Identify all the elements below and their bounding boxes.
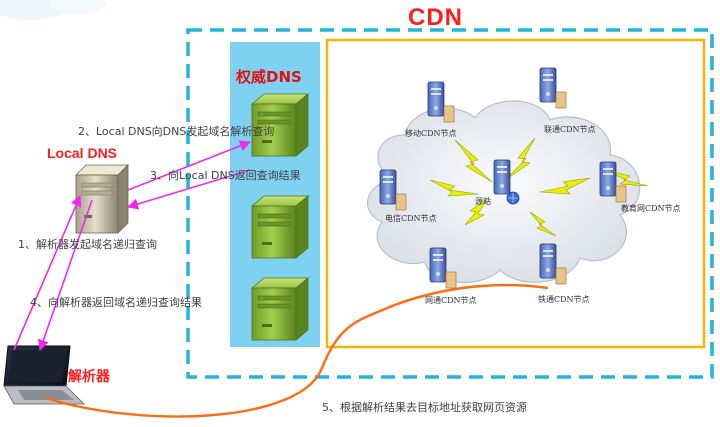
auth-dns-server-2 <box>250 195 310 259</box>
green-server-icon <box>250 93 310 341</box>
server-icon <box>379 67 627 289</box>
railcom-cdn-node-label: 铁通CDN节点 <box>538 295 590 304</box>
local-dns-server-icon <box>75 164 129 234</box>
step-2-label: 2、Local DNS向DNS发起域名解析查询 <box>78 125 275 138</box>
origin-node-label: 源站 <box>475 197 491 206</box>
step-4-label: 4、向解析器返回域名递归查询结果 <box>30 296 202 309</box>
origin-server-icon <box>493 159 520 205</box>
auth-dns-server-3 <box>250 277 310 341</box>
arrow-step-1 <box>13 194 82 351</box>
auth-dns-server-1 <box>250 93 310 157</box>
arrow-step-4 <box>38 199 93 352</box>
fetch-resource-path <box>45 283 549 418</box>
telecom-cdn-node-label: 电信CDN节点 <box>385 214 437 223</box>
local-dns-title: Local DNS <box>47 145 118 161</box>
laptop-icon <box>3 345 85 405</box>
unicom-cdn-node-label: 联通CDN节点 <box>544 125 596 134</box>
mobile-cdn-node-label: 移动CDN节点 <box>405 129 457 138</box>
telecom-cdn-server-icon <box>379 169 407 211</box>
mobile-cdn-server-icon <box>427 81 455 123</box>
railcom-cdn-server-icon <box>539 243 567 285</box>
edu-cdn-node-label: 教育网CDN节点 <box>621 204 681 213</box>
cnc-cdn-node-label: 网通CDN节点 <box>425 296 477 305</box>
step-5-label: 5、根据解析结果去目标地址获取网页资源 <box>322 401 527 414</box>
step-1-label: 1、解析器发起域名递归查询 <box>18 238 157 251</box>
step-3-label: 3、向Local DNS返回查询结果 <box>150 169 301 182</box>
resolver-title: 解析器 <box>68 369 110 385</box>
lightning-link-icon <box>429 137 649 237</box>
edu-cdn-server-icon <box>599 161 627 203</box>
arrow-step-2 <box>127 140 252 191</box>
cdn-boundary <box>186 28 714 379</box>
cnc-cdn-server-icon <box>429 247 457 289</box>
arrow-step-3 <box>126 169 251 210</box>
authoritative-dns-title: 权威DNS <box>236 68 302 86</box>
corner-decoration <box>0 0 106 20</box>
dns-query-arrows <box>13 140 252 352</box>
cdn-title: CDN <box>408 4 463 31</box>
unicom-cdn-server-icon <box>539 67 567 109</box>
